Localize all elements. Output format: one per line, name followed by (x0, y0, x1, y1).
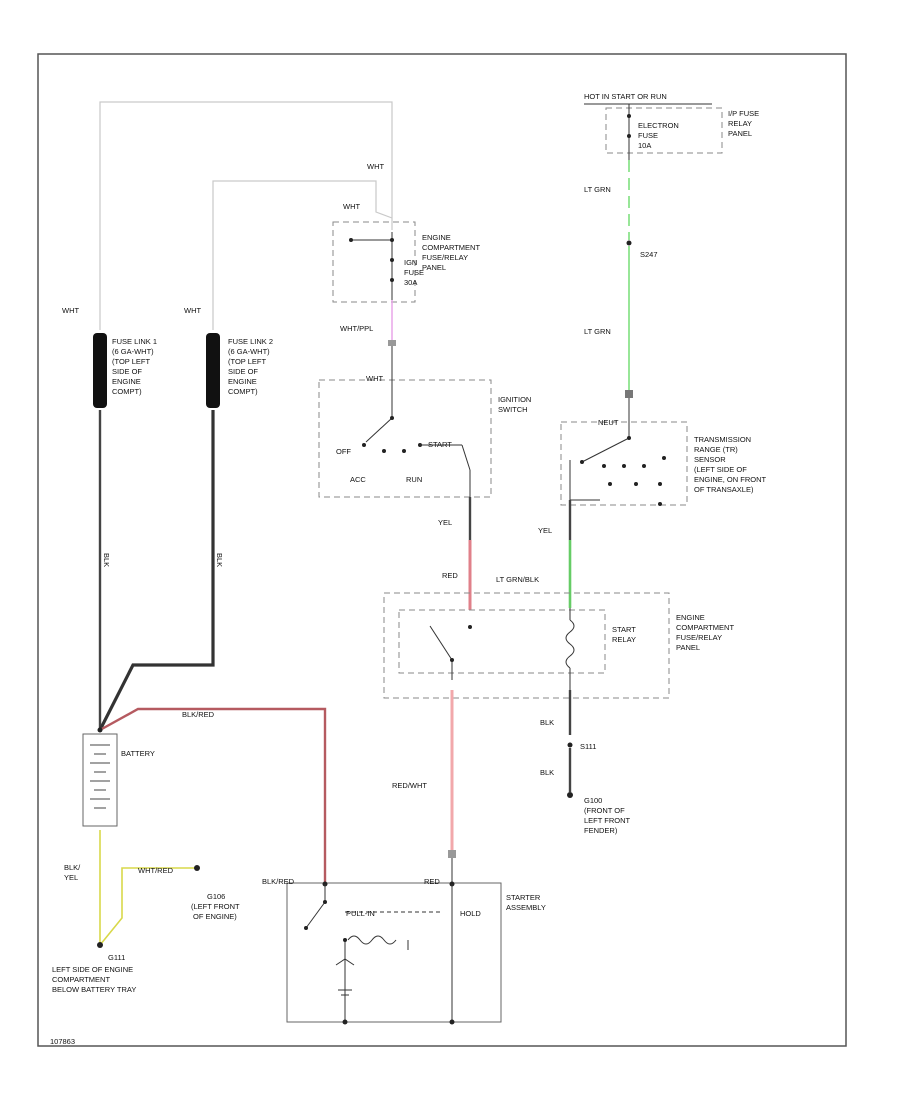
ign-switch-connector (388, 340, 396, 346)
splice-s111 (567, 742, 573, 748)
starter-batt-wire-label: BLK/RED (262, 877, 295, 886)
splice-s111-label: S111 (580, 742, 596, 751)
tr-sensor-label: TRANSMISSION RANGE (TR) SENSOR (LEFT SID… (694, 435, 768, 494)
ign-fuse-label: IGN FUSE 30A (404, 258, 426, 287)
ign-panel-label: ENGINE COMPARTMENT FUSE/RELAY PANEL (422, 233, 482, 272)
splice-s247-label: S247 (640, 250, 658, 259)
relay-panel-label: ENGINE COMPARTMENT FUSE/RELAY PANEL (676, 613, 736, 652)
top-wire-1-label: LT GRN (584, 185, 611, 194)
starter-pull-label: PULL-IN (346, 909, 375, 918)
starter-hold-label: HOLD (460, 909, 481, 918)
wire-blk-fuse-link-2 (98, 410, 215, 731)
ground-g111-label: G111 LEFT SIDE OF ENGINE COMPARTMENT BEL… (52, 953, 136, 994)
start-relay-box (398, 609, 606, 674)
fuse-link-1-label: FUSE LINK 1 (6 GA-WHT) (TOP LEFT SIDE OF… (112, 337, 159, 396)
top-source-label: HOT IN START OR RUN (584, 92, 667, 101)
diagram-frame (37, 53, 847, 1047)
ign-wire-out-label: WHT/PPL (340, 324, 373, 333)
starter-sol-connector (448, 850, 456, 858)
ground-g111-point (97, 942, 103, 948)
ign-pos-off: OFF (336, 447, 351, 456)
tr-sensor-contacts (569, 398, 666, 506)
ign-wire-top-label: WHT (367, 162, 384, 171)
engine-fuse-panel-box (332, 221, 416, 303)
ign-wire-in-label: WHT (343, 202, 360, 211)
ign-switch-input-label: WHT (366, 374, 383, 383)
relay-ctrl-wire-label: LT GRN/BLK (496, 575, 539, 584)
wire-wht-fuse-link-2-feed (212, 180, 393, 330)
fuse-link-2 (206, 333, 220, 408)
tr-sensor-box (560, 421, 688, 506)
battery-pos-wire-label: BLK/RED (182, 710, 215, 719)
ign-output-label: YEL (438, 518, 452, 527)
ign-switch-label: IGNITION SWITCH (498, 395, 533, 414)
relay-out-wire-label: RED/WHT (392, 781, 427, 790)
relay-panel-box (383, 592, 670, 699)
fuse-link-2-label: FUSE LINK 2 (6 GA-WHT) (TOP LEFT SIDE OF… (228, 337, 275, 396)
fuse-link-1-wire-label: WHT (62, 306, 79, 315)
tr-sensor-connector (625, 390, 633, 398)
battery-body (82, 733, 118, 827)
figure-id: 107863 (50, 1037, 75, 1046)
ground-wire-label: WHT/RED (138, 866, 174, 875)
relay-coil-in-label: RED (442, 571, 458, 580)
starter-internal-symbol (304, 881, 455, 1025)
battery-pos-terminal (97, 727, 103, 733)
ign-pos-acc: ACC (350, 475, 366, 484)
tr-out-label: YEL (538, 526, 552, 535)
starter-assembly-box (286, 882, 502, 1023)
ground-g100-point (567, 792, 573, 798)
ground-g100-label: G100 (FRONT OF LEFT FRONT FENDER) (584, 796, 632, 835)
electron-fuse-symbol (627, 104, 631, 160)
starter-sol-wire-label: RED (424, 877, 440, 886)
starter-label: STARTER ASSEMBLY (506, 893, 546, 912)
splice-s247 (626, 240, 632, 246)
tr-pos-label: NEUT (598, 418, 619, 427)
fuse-link-2-wire-label: WHT (184, 306, 201, 315)
ip-panel-label: I/P FUSE RELAY PANEL (728, 109, 761, 138)
ground-g106-label: G106 (LEFT FRONT OF ENGINE) (191, 892, 242, 921)
fuse-link-2-lower-wire: BLK (215, 553, 224, 567)
wire-wht-fuse-link-1-feed (99, 101, 393, 330)
ign-pos-run: RUN (406, 475, 422, 484)
start-relay-label: START RELAY (612, 625, 638, 644)
ignition-switch-box (318, 379, 492, 498)
ignition-switch-contacts (362, 346, 471, 500)
wire-wht-red-ground (99, 867, 195, 946)
relay-ground-wire-2: BLK (540, 768, 554, 777)
ign-fuse-symbol (349, 232, 394, 312)
electron-fuse-label: ELECTRON FUSE 10A (638, 121, 681, 150)
top-wire-2-label: LT GRN (584, 327, 611, 336)
ip-fuse-panel-box (605, 107, 723, 154)
wire-blk-red-battery-starter (99, 707, 327, 883)
ign-pos-start: START (428, 440, 452, 449)
fuse-link-1 (93, 333, 107, 408)
relay-ground-wire-1: BLK (540, 718, 554, 727)
ground-g106-point (194, 865, 200, 871)
battery-label: BATTERY (121, 749, 155, 758)
battery-neg-wire-label: BLK/ YEL (64, 863, 82, 882)
battery-cells (90, 744, 110, 809)
fuse-link-1-lower-wire: BLK (102, 553, 111, 567)
start-relay-symbol (429, 608, 575, 690)
